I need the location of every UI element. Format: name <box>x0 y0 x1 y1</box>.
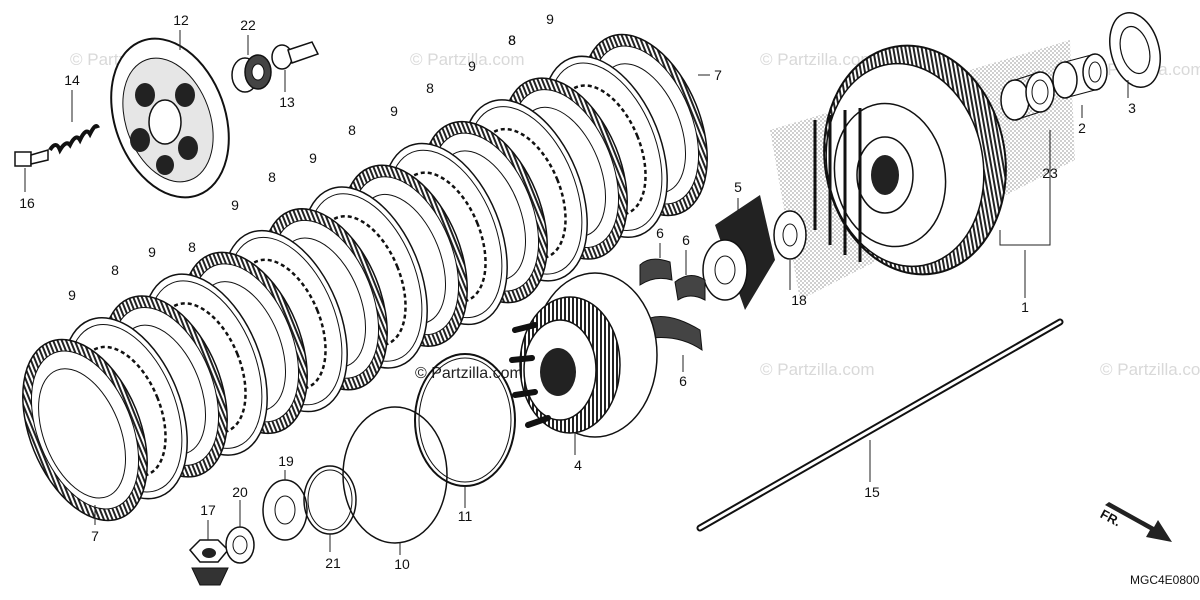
lifter-piece <box>271 41 320 70</box>
callout-8: 8 <box>188 239 196 255</box>
spring-seat <box>303 465 357 535</box>
front-direction-arrow: FR. <box>1098 502 1172 542</box>
callout-8: 8 <box>426 80 434 96</box>
clutch-center <box>509 272 658 438</box>
friction-disc <box>22 338 148 522</box>
callout-8: 8 <box>348 122 356 138</box>
callout-9: 9 <box>231 197 239 213</box>
lock-washer <box>225 526 255 564</box>
clutch-outer <box>770 40 1075 300</box>
lock-nut <box>188 539 230 586</box>
callout-14: 14 <box>64 72 80 88</box>
callout-9: 9 <box>468 58 476 74</box>
watermark: © Partzilla.com <box>760 360 875 379</box>
callout-4: 4 <box>574 457 582 473</box>
watermark: © Partzilla.com <box>410 50 525 69</box>
callouts: 1 2 3 4 5 6 6 6 7 7 8 8 8 8 8 8 8 9 9 9 … <box>19 11 1136 572</box>
collar <box>1052 53 1108 99</box>
callout-9: 9 <box>309 150 317 166</box>
callout-13: 13 <box>279 94 295 110</box>
thrust-washer <box>1109 12 1161 88</box>
needle-bearing <box>1000 71 1055 121</box>
diagram-code: MGC4E0800 <box>1130 573 1200 587</box>
callout-15: 15 <box>864 484 880 500</box>
callout-12: 12 <box>173 12 189 28</box>
callout-3: 3 <box>1128 100 1136 116</box>
callout-9: 9 <box>68 287 76 303</box>
clutch-spring <box>48 124 100 155</box>
callout-8: 8 <box>111 262 119 278</box>
callout-6: 6 <box>656 225 664 241</box>
spring-washer <box>262 479 308 541</box>
callout-21: 21 <box>325 555 341 571</box>
callout-23: 23 <box>1042 165 1058 181</box>
callout-9: 9 <box>148 244 156 260</box>
washer <box>773 210 807 260</box>
callout-6: 6 <box>682 232 690 248</box>
watermark-center: © Partzilla.com <box>415 365 523 382</box>
callout-18: 18 <box>791 292 807 308</box>
callout-20: 20 <box>232 484 248 500</box>
callout-5: 5 <box>734 179 742 195</box>
pressure-plate <box>110 37 230 199</box>
callout-17: 17 <box>200 502 216 518</box>
callout-19: 19 <box>278 453 294 469</box>
callout-10: 10 <box>394 556 410 572</box>
callout-9: 9 <box>390 103 398 119</box>
callout-2: 2 <box>1078 120 1086 136</box>
callout-8: 8 <box>508 32 516 48</box>
pressure-plate-lifter <box>702 195 775 310</box>
wire-ring <box>342 406 448 544</box>
callout-16: 16 <box>19 195 35 211</box>
callout-8: 8 <box>508 32 516 48</box>
callout-6: 6 <box>679 373 687 389</box>
release-bearing <box>231 54 272 93</box>
callout-7: 7 <box>91 528 99 544</box>
cam-weights <box>639 258 706 352</box>
callout-7: 7 <box>714 67 722 83</box>
clutch-bolt <box>14 148 49 167</box>
callout-9: 9 <box>546 11 554 27</box>
watermark: © Partzilla.com <box>1100 360 1200 379</box>
clutch-disc-stack <box>22 33 708 522</box>
push-rod <box>696 318 1064 532</box>
watermark: © Partzilla.com <box>760 50 875 69</box>
callout-11: 11 <box>458 508 473 524</box>
leader-lines <box>24 30 1129 555</box>
callout-1: 1 <box>1021 299 1029 315</box>
callout-22: 22 <box>240 17 256 33</box>
callout-8: 8 <box>268 169 276 185</box>
